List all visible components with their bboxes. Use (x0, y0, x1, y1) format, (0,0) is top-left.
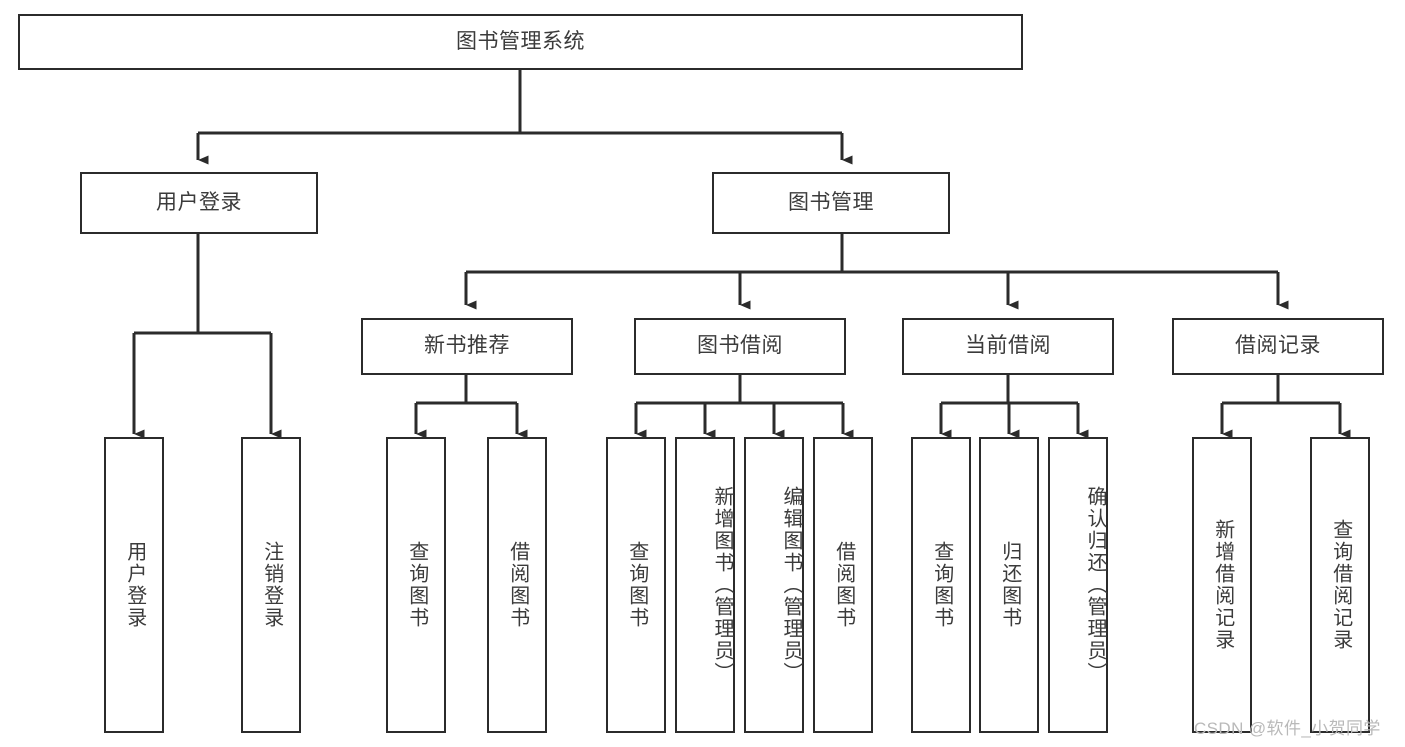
csdn-watermark: CSDN @软件_小贺同学 (1194, 719, 1381, 738)
node-label: 借阅记录 (1235, 334, 1321, 358)
node-label: 确认归还（管理员） (1084, 486, 1106, 684)
node-user-login[interactable]: 用户登录 (80, 172, 318, 234)
leaf-borrow-books-recommend[interactable]: 借阅图书 (487, 437, 547, 733)
node-label: 查询借阅记录 (1329, 519, 1352, 651)
node-label: 注销登录 (260, 541, 283, 629)
node-label: 查询图书 (405, 541, 428, 629)
node-label: 归还图书 (998, 541, 1021, 629)
node-borrowing-records[interactable]: 借阅记录 (1172, 318, 1384, 375)
node-label: 借阅图书 (506, 541, 529, 629)
leaf-confirm-return-admin[interactable]: 确认归还（管理员） (1048, 437, 1108, 733)
leaf-query-books-current[interactable]: 查询图书 (911, 437, 971, 733)
node-label: 用户登录 (123, 541, 146, 629)
leaf-query-books-recommend[interactable]: 查询图书 (386, 437, 446, 733)
leaf-query-borrow-record[interactable]: 查询借阅记录 (1310, 437, 1370, 733)
node-label: 图书管理 (788, 190, 874, 214)
leaf-logout[interactable]: 注销登录 (241, 437, 301, 733)
node-label: 图书借阅 (697, 334, 783, 358)
leaf-query-books-borrow[interactable]: 查询图书 (606, 437, 666, 733)
leaf-return-books[interactable]: 归还图书 (979, 437, 1039, 733)
node-label: 查询图书 (930, 541, 953, 629)
leaf-borrow-books[interactable]: 借阅图书 (813, 437, 873, 733)
node-current-borrowing[interactable]: 当前借阅 (902, 318, 1114, 375)
node-label: 新增借阅记录 (1211, 519, 1234, 651)
node-book-management[interactable]: 图书管理 (712, 172, 950, 234)
leaf-add-book-admin[interactable]: 新增图书（管理员） (675, 437, 735, 733)
node-book-borrowing[interactable]: 图书借阅 (634, 318, 846, 375)
leaf-user-login[interactable]: 用户登录 (104, 437, 164, 733)
node-label: 新书推荐 (424, 334, 510, 358)
node-root-book-management-system[interactable]: 图书管理系统 (18, 14, 1023, 70)
node-label: 新增图书（管理员） (711, 486, 733, 684)
node-label: 编辑图书（管理员） (780, 486, 802, 684)
node-label: 图书管理系统 (456, 29, 585, 53)
node-label: 用户登录 (156, 190, 242, 214)
node-label: 查询图书 (625, 541, 648, 629)
leaf-edit-book-admin[interactable]: 编辑图书（管理员） (744, 437, 804, 733)
leaf-add-borrow-record[interactable]: 新增借阅记录 (1192, 437, 1252, 733)
node-new-book-recommendation[interactable]: 新书推荐 (361, 318, 573, 375)
node-label: 借阅图书 (832, 541, 855, 629)
node-label: 当前借阅 (965, 334, 1051, 358)
